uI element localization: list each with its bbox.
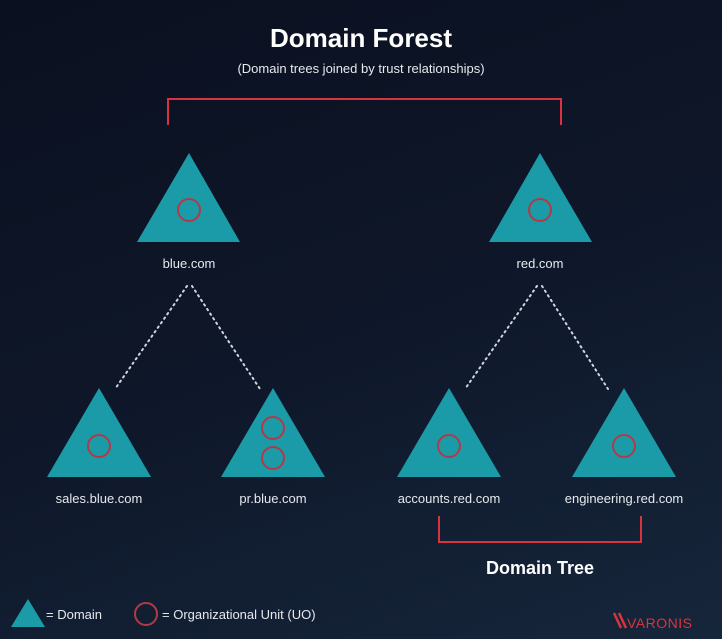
domain-label: pr.blue.com xyxy=(239,491,306,506)
legend-ou-icon xyxy=(134,602,158,626)
tree-link xyxy=(464,285,538,390)
domain-pr: pr.blue.com xyxy=(221,388,325,506)
legend: = Domain = Organizational Unit (UO) xyxy=(11,599,316,627)
ou-icon xyxy=(437,434,461,458)
ou-icon xyxy=(261,446,285,470)
domain-icon xyxy=(397,388,501,477)
domain-engineering: engineering.red.com xyxy=(565,388,684,506)
legend-ou-label: = Organizational Unit (UO) xyxy=(162,607,316,622)
domain-icon xyxy=(137,153,240,242)
domain-sales: sales.blue.com xyxy=(47,388,151,506)
logo-mark-icon xyxy=(612,612,628,629)
diagram-subtitle: (Domain trees joined by trust relationsh… xyxy=(237,61,484,76)
domain-icon xyxy=(489,153,592,242)
domain-tree-label: Domain Tree xyxy=(486,558,594,578)
tree-link xyxy=(541,285,609,390)
diagram-title: Domain Forest xyxy=(270,23,452,53)
domain-label: sales.blue.com xyxy=(56,491,143,506)
domain-tree-bracket xyxy=(438,516,642,543)
domain-blue: blue.com xyxy=(137,153,240,271)
domain-accounts: accounts.red.com xyxy=(397,388,501,506)
tree-link xyxy=(191,285,261,390)
ou-icon xyxy=(612,434,636,458)
varonis-logo: VARONIS xyxy=(612,612,692,631)
domain-label: engineering.red.com xyxy=(565,491,684,506)
ou-icon xyxy=(177,198,201,222)
logo-text: VARONIS xyxy=(627,615,692,631)
domain-icon xyxy=(221,388,325,477)
legend-domain-icon xyxy=(11,599,45,627)
domain-label: red.com xyxy=(517,256,564,271)
domain-label: accounts.red.com xyxy=(398,491,501,506)
domain-red: red.com xyxy=(489,153,592,271)
domain-label: blue.com xyxy=(163,256,216,271)
domain-icon xyxy=(572,388,676,477)
forest-trust-bracket xyxy=(167,98,562,125)
domain-icon xyxy=(47,388,151,477)
ou-icon xyxy=(261,416,285,440)
legend-domain-label: = Domain xyxy=(46,607,102,622)
ou-icon xyxy=(528,198,552,222)
ou-icon xyxy=(87,434,111,458)
tree-link xyxy=(114,285,188,390)
